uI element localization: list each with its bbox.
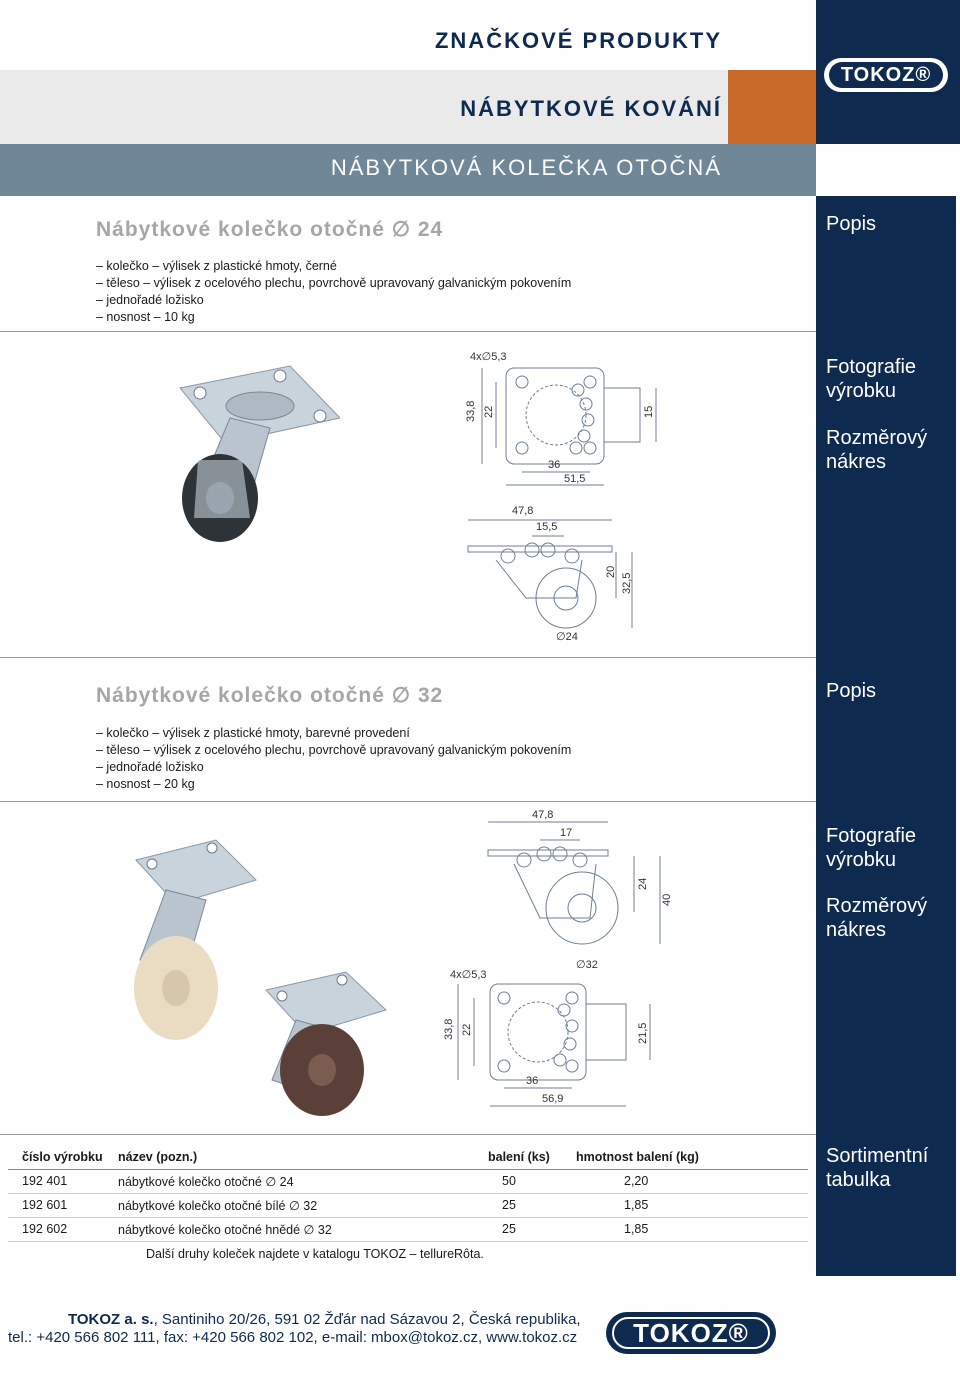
- dim-f: 47,8: [512, 505, 533, 517]
- logo-text: TOKOZ®: [829, 62, 943, 88]
- sidebar-fotografie-2: Fotografie výrobku: [826, 825, 917, 871]
- dim-i: 32,5: [621, 573, 633, 594]
- desc-line: – jednořadé ložisko: [96, 293, 204, 307]
- product-title-24: Nábytkové kolečko otočné ∅ 24: [96, 218, 444, 241]
- dim-b: 22: [461, 1024, 473, 1036]
- footer-logo-text: TOKOZ®: [612, 1317, 770, 1349]
- dim-dia: ∅24: [556, 631, 578, 643]
- sidebar-popis-2: Popis: [826, 680, 877, 702]
- desc-line: – jednořadé ložisko: [96, 760, 204, 774]
- header-top: [0, 0, 728, 68]
- sidebar: [816, 196, 956, 1276]
- dim-e: 15: [643, 406, 655, 418]
- sidebar-fotografie-1: Fotografie výrobku: [826, 356, 917, 402]
- sidebar-rozmerovy-1: Rozměrový nákres: [826, 427, 928, 473]
- dim-d: 51,5: [564, 473, 585, 485]
- cell-pack: 25: [502, 1198, 516, 1212]
- dim-b: 22: [483, 406, 495, 418]
- header-category-bar: [0, 70, 728, 144]
- dimension-drawing-top-32: 4x∅5,3 33,8 22 21,5 36 56,9: [443, 969, 651, 1107]
- footer-company: TOKOZ a. s.: [68, 1311, 154, 1328]
- dimension-drawing-side-24: 47,8 15,5 20 32,5 ∅24: [467, 505, 633, 643]
- cell-weight: 1,85: [624, 1198, 649, 1212]
- dim-dia: ∅32: [576, 959, 598, 968]
- desc-line: – kolečko – výlisek z plastické hmoty, b…: [96, 726, 410, 740]
- cell-number: 192 401: [22, 1174, 68, 1188]
- footer-contact: tel.: +420 566 802 111, fax: +420 566 80…: [8, 1329, 578, 1346]
- desc-line: – těleso – výlisek z ocelového plechu, p…: [96, 276, 572, 290]
- sidebar-sortiment: Sortimentní tabulka: [826, 1145, 929, 1191]
- category-title: NÁBYTKOVÉ KOVÁNÍ: [460, 96, 722, 121]
- cell-pack: 50: [502, 1174, 516, 1188]
- table-row: 192 601 nábytkové kolečko otočné bílé ∅ …: [8, 1194, 808, 1218]
- section-band: [0, 144, 816, 196]
- section-title: NÁBYTKOVÁ KOLEČKA OTOČNÁ: [330, 155, 722, 180]
- dim-h: 24: [637, 878, 649, 890]
- footer-address-text: , Santiniho 20/26, 591 02 Žďár nad Sázav…: [153, 1311, 581, 1328]
- product-description-24: – kolečko – výlisek z plastické hmoty, č…: [96, 258, 571, 326]
- brand-title: ZNAČKOVÉ PRODUKTY: [434, 28, 722, 53]
- table-header-row: číslo výrobku název (pozn.) balení (ks) …: [8, 1146, 808, 1170]
- cell-number: 192 601: [22, 1198, 68, 1212]
- product-title-32: Nábytkové kolečko otočné ∅ 32: [96, 684, 444, 707]
- th-pack: balení (ks): [488, 1150, 550, 1164]
- dim-f: 47,8: [532, 809, 553, 821]
- th-weight: hmotnost balení (kg): [576, 1150, 699, 1164]
- desc-line: – kolečko – výlisek z plastické hmoty, č…: [96, 259, 337, 273]
- divider: [0, 331, 816, 332]
- dim-e: 21,5: [637, 1023, 649, 1044]
- cell-name: nábytkové kolečko otočné bílé ∅ 32: [118, 1199, 318, 1213]
- dim-c: 36: [526, 1075, 538, 1087]
- sidebar-rozmerovy-2: Rozměrový nákres: [826, 895, 928, 941]
- product-photo-32: [134, 839, 387, 1116]
- footer-address: TOKOZ a. s., Santiniho 20/26, 591 02 Žďá…: [68, 1311, 581, 1328]
- product-description-32: – kolečko – výlisek z plastické hmoty, b…: [96, 725, 571, 793]
- dimension-drawing-side-32: 47,8 17 24 40 ∅32: [487, 809, 673, 968]
- cell-number: 192 602: [22, 1222, 68, 1236]
- dim-g: 17: [560, 827, 572, 839]
- dim-holes: 4x∅5,3: [470, 351, 507, 363]
- dim-a: 33,8: [465, 401, 477, 422]
- dim-g: 15,5: [536, 521, 557, 533]
- cell-weight: 2,20: [624, 1174, 649, 1188]
- product-table: číslo výrobku název (pozn.) balení (ks) …: [8, 1146, 808, 1242]
- dim-h: 20: [605, 566, 617, 578]
- desc-line: – těleso – výlisek z ocelového plechu, p…: [96, 743, 572, 757]
- divider: [0, 1134, 816, 1135]
- table-row: 192 401 nábytkové kolečko otočné ∅ 24 50…: [8, 1170, 808, 1194]
- dim-a: 33,8: [443, 1019, 455, 1040]
- dim-holes: 4x∅5,3: [450, 969, 487, 981]
- sidebar-popis-1: Popis: [826, 213, 877, 235]
- product-photo-24: [179, 365, 340, 542]
- divider: [0, 657, 816, 658]
- th-name: název (pozn.): [118, 1150, 198, 1164]
- desc-line: – nosnost – 20 kg: [96, 777, 195, 791]
- footer-tokoz-logo: TOKOZ®: [606, 1312, 776, 1354]
- cell-weight: 1,85: [624, 1222, 649, 1236]
- header-orange-block: [728, 70, 816, 144]
- table-note: Další druhy koleček najdete v katalogu T…: [146, 1247, 484, 1261]
- dim-c: 36: [548, 459, 560, 471]
- th-number: číslo výrobku: [22, 1150, 103, 1164]
- dim-i: 40: [661, 894, 673, 906]
- divider: [0, 801, 816, 802]
- dim-d: 56,9: [542, 1093, 563, 1105]
- cell-pack: 25: [502, 1222, 516, 1236]
- table-row: 192 602 nábytkové kolečko otočné hnědé ∅…: [8, 1218, 808, 1242]
- cell-name: nábytkové kolečko otočné hnědé ∅ 32: [118, 1223, 332, 1237]
- desc-line: – nosnost – 10 kg: [96, 310, 195, 324]
- dimension-drawing-top-24: 4x∅5,3 33,8 22 15 36 51,5: [465, 351, 657, 486]
- tokoz-logo: TOKOZ®: [824, 58, 948, 92]
- cell-name: nábytkové kolečko otočné ∅ 24: [118, 1175, 294, 1189]
